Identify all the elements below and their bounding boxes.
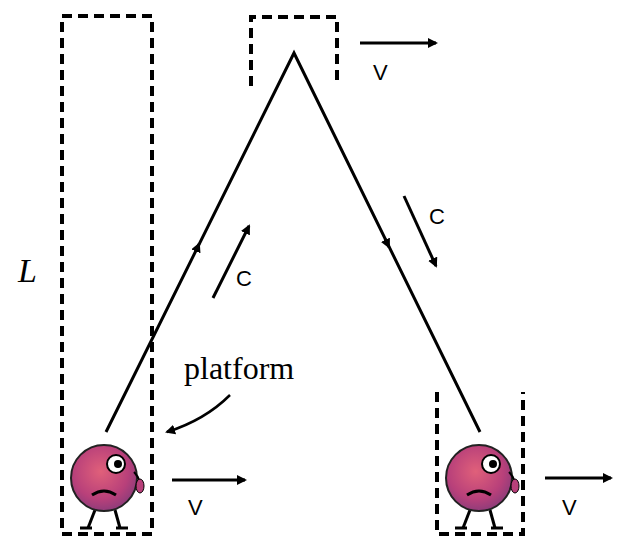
moving-frame — [437, 392, 523, 534]
part-label: platform — [184, 352, 294, 384]
velocity-label: V — [562, 497, 577, 519]
platform-frame — [62, 16, 152, 534]
path-arrow — [196, 244, 199, 251]
length-label: L — [18, 254, 37, 288]
velocity-arrow — [360, 42, 436, 45]
light-speed-label: C — [429, 206, 445, 228]
observer-figure — [71, 445, 144, 528]
velocity-label: V — [188, 497, 203, 519]
velocity-arrow — [172, 479, 245, 482]
velocity-arrow — [545, 477, 611, 480]
observer-figure — [446, 445, 519, 528]
path-arrow — [385, 239, 389, 247]
light-path — [106, 53, 480, 432]
leader-line — [167, 395, 230, 432]
light-speed-label: C — [236, 268, 252, 290]
velocity-label: V — [373, 62, 388, 84]
